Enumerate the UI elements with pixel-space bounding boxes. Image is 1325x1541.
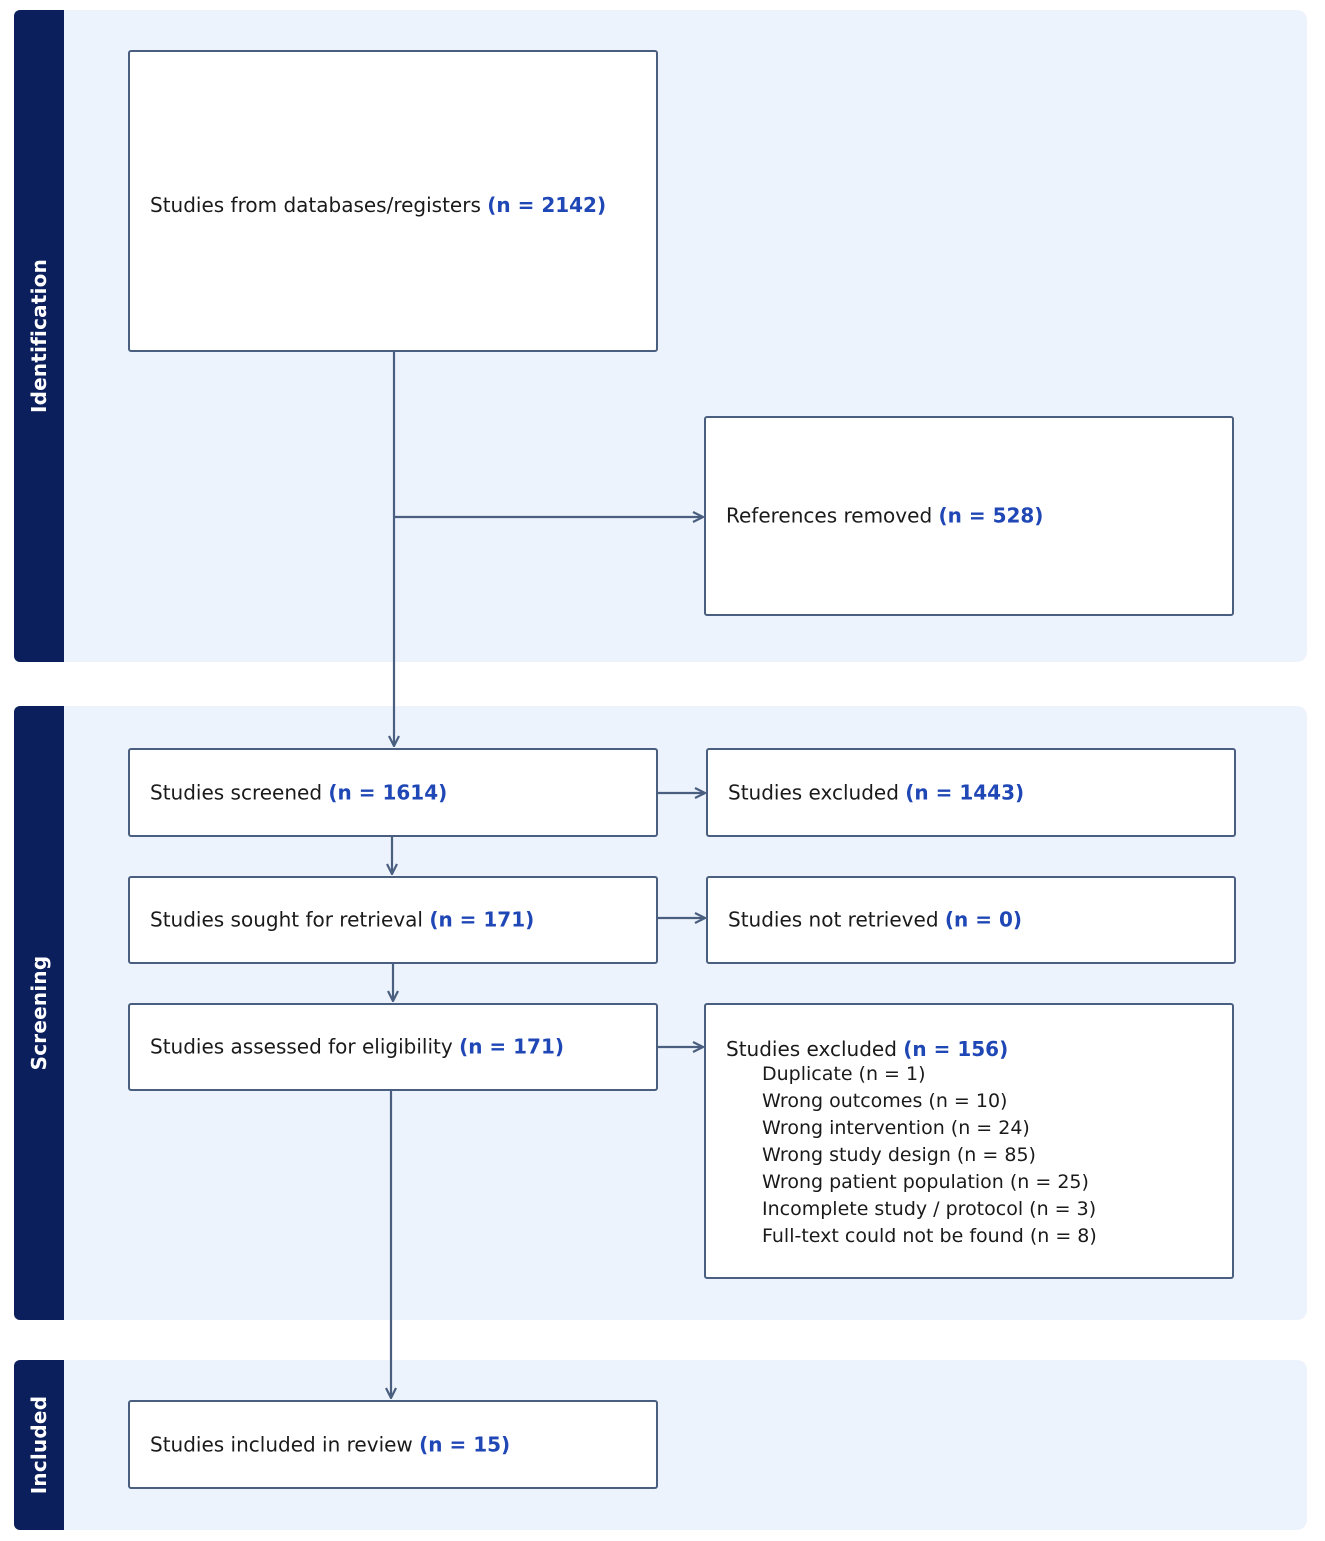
included-label: Studies included in review — [150, 1432, 413, 1456]
sought-label: Studies sought for retrieval — [150, 907, 423, 932]
identification-phase-bar: Identification — [14, 10, 64, 662]
excluded-full-text-box: Studies excluded (n = 156) Duplicate (n … — [704, 1003, 1234, 1279]
screened-box: Studies screened (n = 1614) — [128, 748, 658, 837]
exclusion-reason: Wrong intervention (n = 24) — [762, 1117, 1030, 1139]
exclusion-reason: Wrong patient population (n = 25) — [762, 1171, 1089, 1193]
excluded-screening-label: Studies excluded — [728, 780, 899, 804]
screening-phase-bar: Screening — [14, 706, 64, 1320]
screened-label: Studies screened — [150, 780, 323, 804]
not-retrieved-count: (n = 0) — [944, 907, 1022, 932]
not-retrieved-label: Studies not retrieved — [728, 907, 939, 932]
exclusion-reason: Incomplete study / protocol (n = 3) — [762, 1198, 1097, 1220]
databases-label: Studies from databases/registers — [150, 193, 481, 217]
assessed-count: (n = 171) — [459, 1034, 565, 1059]
included-count: (n = 15) — [419, 1432, 511, 1456]
included-box: Studies included in review (n = 15) — [128, 1400, 658, 1489]
exclusion-reasons-list: Duplicate (n = 1) Wrong outcomes (n = 10… — [762, 1061, 1097, 1250]
databases-box: Studies from databases/registers (n = 21… — [128, 50, 658, 352]
removed-box: References removed (n = 528) — [704, 416, 1234, 616]
screened-count: (n = 1614) — [328, 780, 448, 804]
excluded-full-text-label: Studies excluded — [726, 1037, 897, 1061]
removed-label: References removed — [726, 503, 933, 528]
sought-count: (n = 171) — [429, 907, 535, 932]
not-retrieved-box: Studies not retrieved (n = 0) — [706, 876, 1236, 964]
exclusion-reason: Full-text could not be found (n = 8) — [762, 1225, 1097, 1247]
excluded-screening-box: Studies excluded (n = 1443) — [706, 748, 1236, 837]
removed-count: (n = 528) — [938, 503, 1044, 528]
assessed-box: Studies assessed for eligibility (n = 17… — [128, 1003, 658, 1091]
included-phase-bar: Included — [14, 1360, 64, 1530]
exclusion-reason: Wrong study design (n = 85) — [762, 1144, 1036, 1166]
sought-box: Studies sought for retrieval (n = 171) — [128, 876, 658, 964]
exclusion-reason: Duplicate (n = 1) — [762, 1063, 926, 1085]
databases-count: (n = 2142) — [487, 193, 607, 217]
excluded-screening-count: (n = 1443) — [905, 780, 1025, 804]
excluded-full-text-count: (n = 156) — [903, 1037, 1009, 1061]
exclusion-reason: Wrong outcomes (n = 10) — [762, 1090, 1008, 1112]
assessed-label: Studies assessed for eligibility — [150, 1034, 453, 1059]
